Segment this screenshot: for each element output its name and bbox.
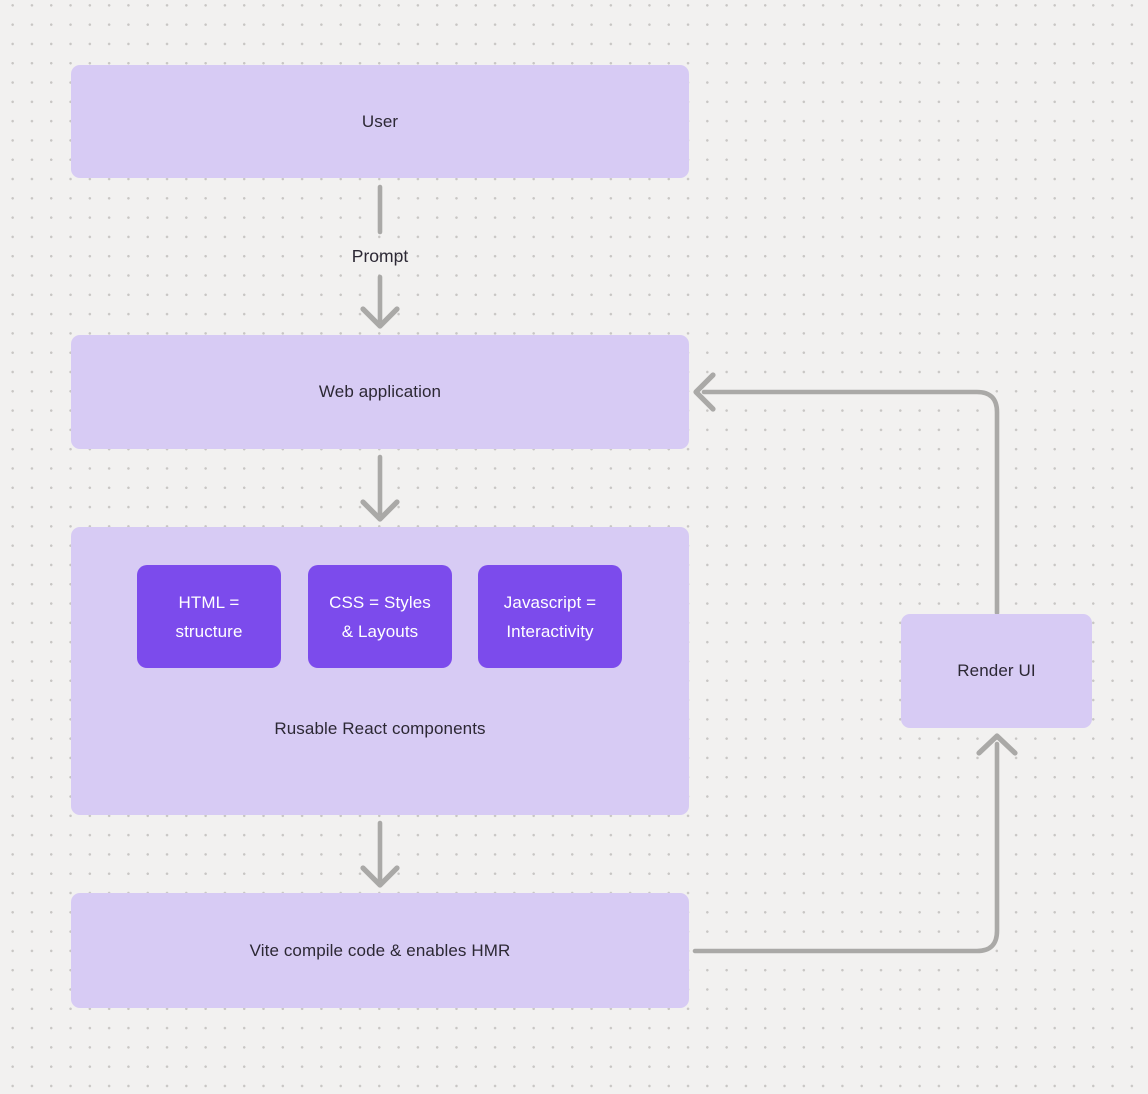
node-javascript-interactivity: Javascript = Interactivity: [478, 565, 622, 668]
node-html-structure-label: HTML = structure: [175, 592, 243, 641]
node-css-styles: CSS = Styles & Layouts: [308, 565, 452, 668]
edge-renderui-to-webapp-arrowhead-icon: [693, 372, 716, 412]
node-components-group: HTML = structure CSS = Styles & Layouts …: [71, 527, 689, 815]
edge-vite-to-renderui-arrowhead-icon: [976, 733, 1018, 756]
node-user-label: User: [361, 111, 399, 131]
node-javascript-interactivity-label: Javascript = Interactivity: [503, 592, 597, 641]
edge-label-prompt: Prompt: [351, 246, 409, 266]
edge-renderui-to-webapp-line: [701, 389, 1000, 616]
edge-prompt-to-webapp-arrowhead-icon: [360, 306, 400, 329]
node-render-ui-label: Render UI: [957, 661, 1036, 680]
node-web-application: Web application: [71, 335, 689, 449]
node-render-ui: Render UI: [901, 614, 1092, 728]
node-vite: Vite compile code & enables HMR: [71, 893, 689, 1008]
node-css-styles-label: CSS = Styles & Layouts: [329, 592, 431, 641]
node-vite-label: Vite compile code & enables HMR: [249, 940, 511, 960]
components-group-caption: Rusable React components: [274, 719, 486, 738]
node-html-structure: HTML = structure: [137, 565, 281, 668]
edge-vite-to-renderui-line: [692, 741, 1000, 954]
node-user: User: [71, 65, 689, 178]
edge-webapp-to-components-arrowhead-icon: [360, 499, 400, 522]
node-web-application-label: Web application: [318, 382, 442, 401]
edge-components-to-vite-arrowhead-icon: [360, 865, 400, 888]
